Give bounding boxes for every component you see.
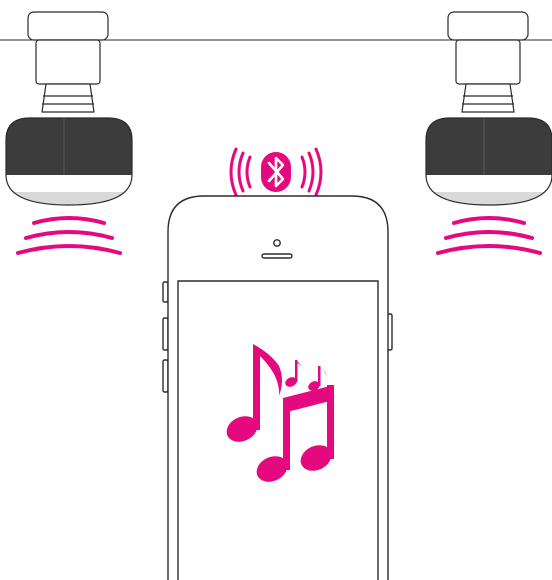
left-ceiling-mount: [28, 12, 108, 40]
left-socket: [36, 40, 100, 84]
left-speaker-bulb: [0, 12, 140, 206]
phone-volume-up-button: [163, 318, 168, 350]
bluetooth-indicator: [231, 149, 321, 195]
right-speaker-bulb: [420, 12, 552, 206]
phone-screen: [178, 281, 378, 580]
phone-front-camera: [274, 240, 280, 246]
right-ceiling-mount: [448, 12, 528, 40]
right-sound-waves-icon: [438, 218, 540, 253]
phone-silent-switch: [163, 282, 168, 302]
smartphone: [163, 196, 392, 580]
left-speaker-grille: [0, 192, 140, 206]
phone-volume-down-button: [163, 360, 168, 392]
right-bulb-neck: [462, 84, 514, 112]
phone-earpiece: [262, 254, 292, 258]
left-bulb-neck: [42, 84, 94, 112]
right-socket: [456, 40, 520, 84]
left-sound-waves-icon: [18, 218, 120, 253]
